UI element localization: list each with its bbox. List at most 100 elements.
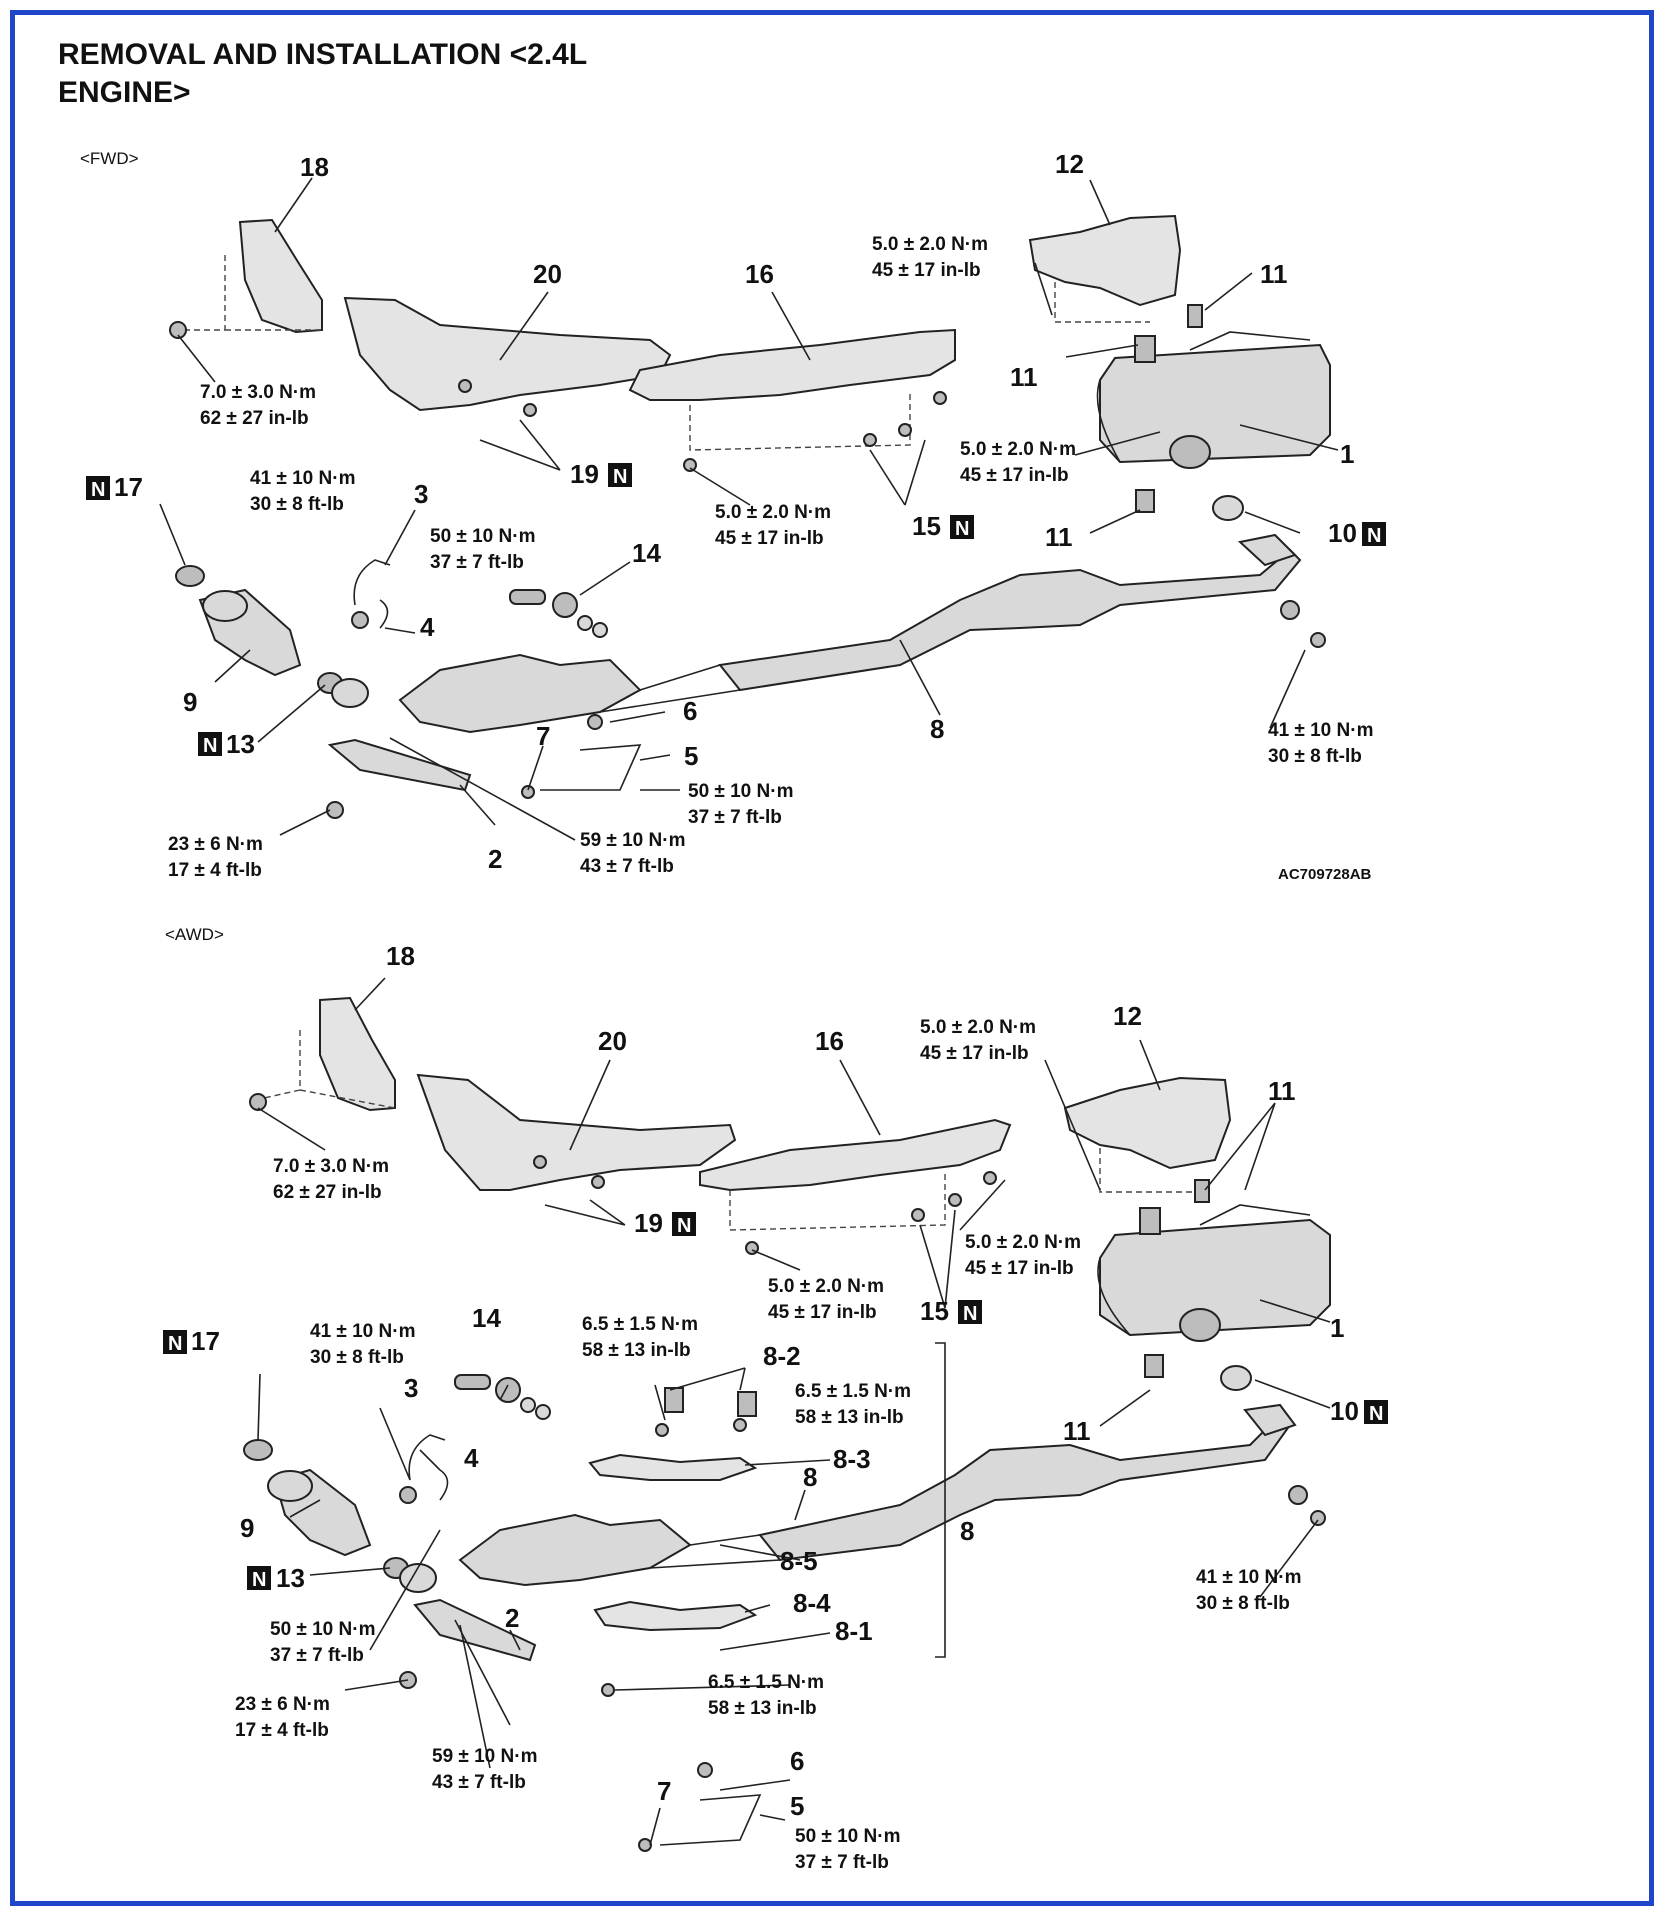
- fwd-label-2: 2: [488, 844, 502, 874]
- fwd-new-part-marker-13: [198, 732, 222, 756]
- fwd-label-18: 18: [300, 152, 329, 182]
- awd-torque-8-2-nm: 6.5 ± 1.5 N·m: [582, 1314, 698, 1335]
- awd-hanger-11c: [1144, 1354, 1164, 1378]
- awd-label-8-4: 8-4: [793, 1588, 831, 1618]
- awd-label-11b: 11: [1063, 1416, 1091, 1446]
- fwd-label-7: 7: [536, 721, 550, 751]
- awd-label-20: 20: [598, 1026, 627, 1056]
- fwd-torque-2-nm: 23 ± 6 N·m: [168, 834, 263, 855]
- awd-label-8-2: 8-2: [763, 1341, 801, 1371]
- awd-torque-rear-ftlb: 30 ± 8 ft-lb: [1196, 1593, 1290, 1614]
- fwd-label-13: 13: [226, 729, 255, 759]
- fwd-torque-12-inlb: 45 ± 17 in-lb: [872, 260, 981, 281]
- awd-torque-18-nm: 7.0 ± 3.0 N·m: [273, 1156, 389, 1177]
- fwd-torque-12-nm: 5.0 ± 2.0 N·m: [872, 234, 988, 255]
- fwd-label-15: 15: [912, 511, 941, 541]
- fwd-new-part-marker-19: [608, 463, 632, 487]
- fwd-bracket-2: [327, 738, 472, 792]
- awd-bracket-2: [413, 1598, 537, 1662]
- awd-gasket-17: [243, 1439, 273, 1461]
- awd-heat-shield-20: [416, 1073, 737, 1191]
- fwd-label-4: 4: [420, 612, 435, 642]
- awd-bolt-7: [638, 1838, 652, 1852]
- awd-label-12: 12: [1113, 1001, 1142, 1031]
- awd-section: <AWD>: [163, 925, 1388, 1873]
- svg-text:N: N: [963, 1303, 977, 1325]
- awd-label-6: 6: [790, 1746, 804, 1776]
- awd-new-part-marker-17: [163, 1330, 187, 1354]
- fwd-heat-shield-12: [1028, 214, 1182, 307]
- fwd-new-part-marker-10: [1362, 522, 1386, 546]
- fwd-hanger-11c: [1135, 489, 1155, 513]
- awd-label-13: 13: [276, 1563, 305, 1593]
- fwd-section: <FWD>: [80, 149, 1386, 883]
- fwd-nut-6: [587, 714, 603, 730]
- fwd-label-10: 10: [1328, 518, 1357, 548]
- svg-text:N: N: [955, 518, 969, 540]
- awd-label-1: 1: [1330, 1313, 1344, 1343]
- fwd-label-9: 9: [183, 687, 197, 717]
- fwd-hanger-11a: [1134, 335, 1156, 363]
- fwd-torque-sensor3-nm: 50 ± 10 N·m: [430, 526, 535, 547]
- awd-torque-2-nm: 23 ± 6 N·m: [235, 1694, 330, 1715]
- svg-text:N: N: [613, 466, 627, 488]
- fwd-label-6: 6: [683, 696, 697, 726]
- fwd-label-20: 20: [533, 259, 562, 289]
- awd-torque-16-nm: 5.0 ± 2.0 N·m: [768, 1276, 884, 1297]
- awd-label-4: 4: [464, 1443, 479, 1473]
- awd-label-15: 15: [920, 1296, 949, 1326]
- page-title: REMOVAL AND INSTALLATION <2.4L ENGINE>: [58, 36, 758, 112]
- awd-new-part-marker-15: [958, 1300, 982, 1324]
- awd-label-8-5: 8-5: [780, 1546, 818, 1576]
- awd-hanger-11a: [1139, 1207, 1161, 1235]
- fwd-torque-18-nm: 7.0 ± 3.0 N·m: [200, 382, 316, 403]
- svg-text:N: N: [252, 1569, 266, 1591]
- awd-label-10: 10: [1330, 1396, 1359, 1426]
- awd-main-pipe-8: [758, 1413, 1292, 1562]
- awd-label-16: 16: [815, 1026, 844, 1056]
- awd-sensor-3: [408, 1434, 446, 1481]
- fwd-label-3: 3: [414, 479, 428, 509]
- awd-torque-sensor-ftlb: 30 ± 8 ft-lb: [310, 1347, 404, 1368]
- awd-torque-conv-ftlb: 43 ± 7 ft-lb: [432, 1772, 526, 1793]
- fwd-torque-sensor-ftlb: 30 ± 8 ft-lb: [250, 494, 344, 515]
- fwd-bracket-5: [540, 744, 642, 791]
- svg-text:N: N: [203, 735, 217, 757]
- awd-new-part-marker-13: [247, 1566, 271, 1590]
- fwd-label-12: 12: [1055, 149, 1084, 179]
- awd-new-part-marker-10: [1364, 1400, 1388, 1424]
- fwd-new-part-marker-15: [950, 515, 974, 539]
- awd-variant-label: <AWD>: [165, 925, 224, 944]
- fwd-label-11c: 11: [1045, 522, 1073, 552]
- awd-label-8-3: 8-3: [833, 1444, 871, 1474]
- svg-text:N: N: [91, 479, 105, 501]
- awd-torque-rear-nm: 41 ± 10 N·m: [1196, 1567, 1301, 1588]
- awd-label-8b: 8: [960, 1516, 974, 1546]
- awd-torque-18-inlb: 62 ± 27 in-lb: [273, 1182, 382, 1203]
- awd-heat-shield-12: [1063, 1076, 1232, 1170]
- fwd-torque-rear-nm: 41 ± 10 N·m: [1268, 720, 1373, 741]
- awd-bracket-5: [659, 1794, 762, 1846]
- fwd-torque-2-ftlb: 17 ± 4 ft-lb: [168, 860, 262, 881]
- awd-label-8a: 8: [803, 1462, 817, 1492]
- svg-text:N: N: [1369, 1403, 1383, 1425]
- fwd-heat-shield-16: [628, 328, 956, 401]
- fwd-label-8: 8: [930, 714, 944, 744]
- fwd-torque-16-inlb: 45 ± 17 in-lb: [715, 528, 824, 549]
- fwd-label-11a: 11: [1260, 259, 1288, 289]
- svg-text:N: N: [677, 1215, 691, 1237]
- fwd-label-5: 5: [684, 741, 698, 771]
- awd-torque-sensor-nm: 41 ± 10 N·m: [310, 1321, 415, 1342]
- fwd-label-11b: 11: [1010, 362, 1038, 392]
- awd-clamp-8-2a: [664, 1387, 684, 1413]
- fwd-torque-5-nm: 50 ± 10 N·m: [688, 781, 793, 802]
- awd-torque-2-ftlb: 17 ± 4 ft-lb: [235, 1720, 329, 1741]
- fwd-label-17: 17: [114, 472, 143, 502]
- fwd-torque-18-inlb: 62 ± 27 in-lb: [200, 408, 309, 429]
- awd-label-5: 5: [790, 1791, 804, 1821]
- fwd-torque-sensor3-ftlb: 37 ± 7 ft-lb: [430, 552, 524, 573]
- awd-bolt-18: [249, 1093, 267, 1111]
- awd-torque-12-inlb: 45 ± 17 in-lb: [920, 1043, 1029, 1064]
- svg-text:N: N: [1367, 525, 1381, 547]
